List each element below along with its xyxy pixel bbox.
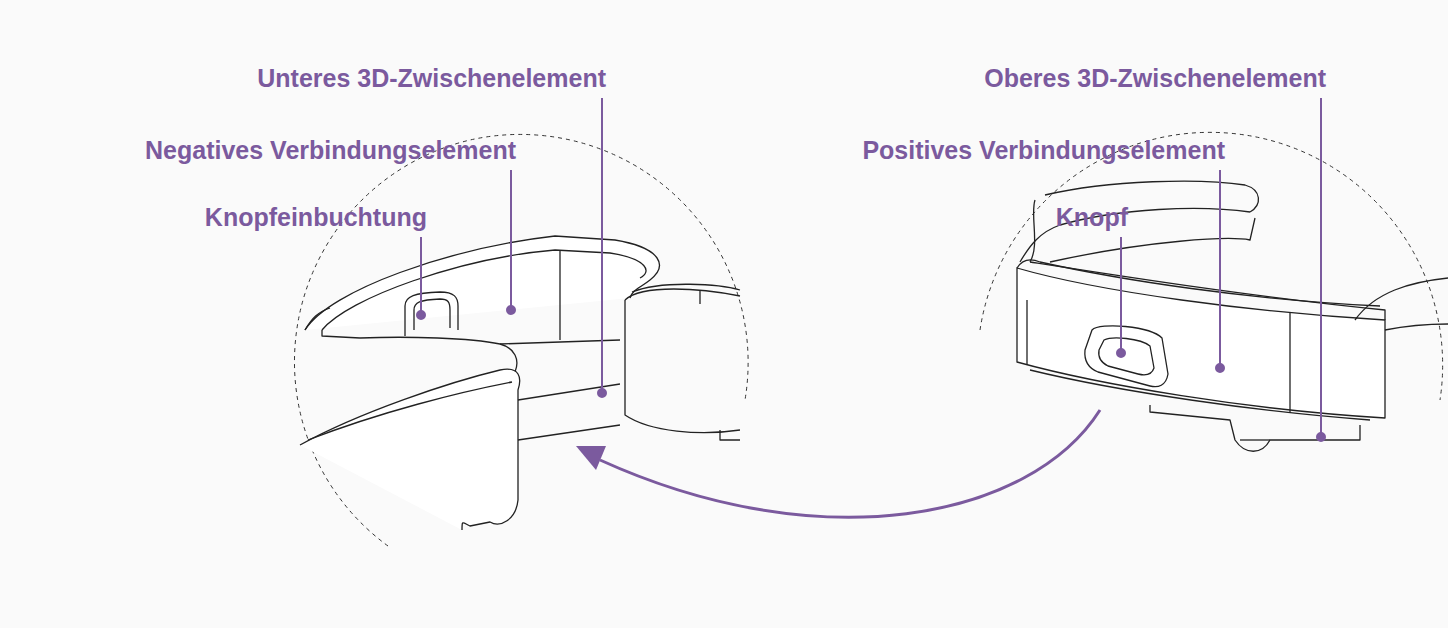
- part-label: Positives Verbindungselement: [862, 135, 1225, 165]
- part-label: Knopf: [1056, 202, 1128, 232]
- arrowhead: [576, 446, 606, 470]
- leader-lines: [417, 98, 1325, 441]
- part-label: Unteres 3D-Zwischenelement: [257, 63, 606, 93]
- part-label: Negatives Verbindungselement: [145, 135, 516, 165]
- lower-element: [300, 236, 740, 530]
- part-label: Oberes 3D-Zwischenelement: [984, 63, 1326, 93]
- detail-circle: [294, 134, 748, 546]
- part-label: Knopfeinbuchtung: [205, 202, 427, 232]
- upper-element: [1017, 181, 1448, 451]
- move-arrow: [600, 410, 1100, 517]
